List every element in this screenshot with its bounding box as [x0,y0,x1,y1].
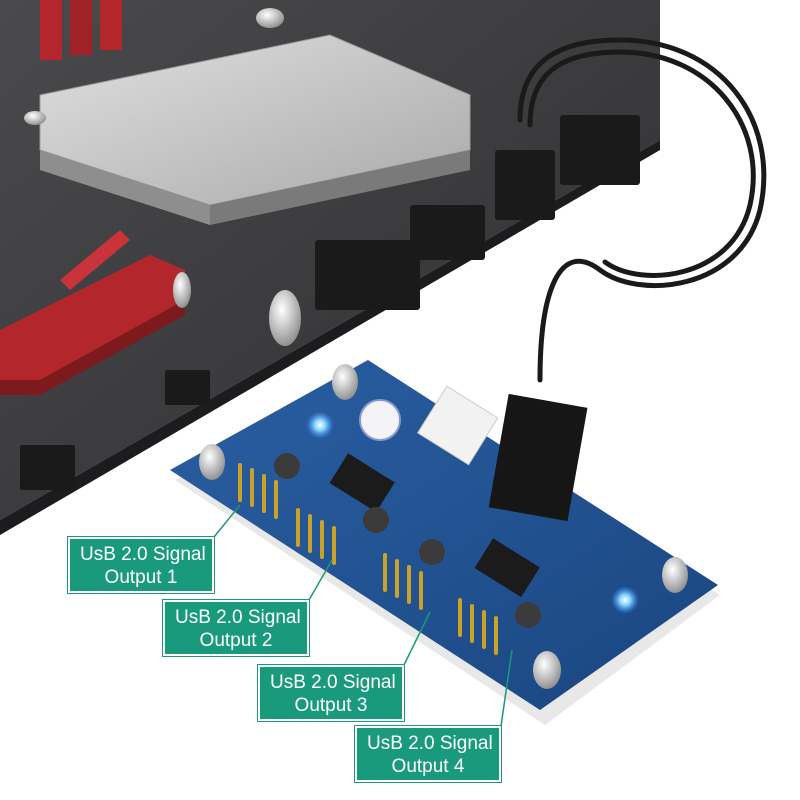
callout-subtitle: Output 2 [199,630,273,651]
callout-title: UsB 2.0 Signal [175,607,301,628]
motherboard [0,0,660,535]
callout-title: UsB 2.0 Signal [80,544,206,565]
usb-connector [488,393,588,522]
hub-board [170,360,720,725]
output-pin-headers [238,463,498,655]
callout-subtitle: Output 4 [391,756,465,777]
callout-output-4: UsB 2.0 Signal Output 4 [354,725,502,783]
callout-output-1: UsB 2.0 Signal Output 1 [67,536,215,594]
led-glow [611,586,639,614]
power-connector [417,385,499,466]
callout-title: UsB 2.0 Signal [367,733,493,754]
usb-cable [517,37,767,383]
led-glow [306,411,334,439]
callout-output-3: UsB 2.0 Signal Output 3 [257,664,405,722]
callout-subtitle: Output 3 [294,695,368,716]
callout-title: UsB 2.0 Signal [270,672,396,693]
callout-output-2: UsB 2.0 Signal Output 2 [162,599,310,657]
callout-leaders [213,504,513,727]
qc-sticker [359,399,401,441]
callout-subtitle: Output 1 [104,567,178,588]
heatsink-red [0,0,185,395]
pin-headers-motherboard [20,115,640,490]
